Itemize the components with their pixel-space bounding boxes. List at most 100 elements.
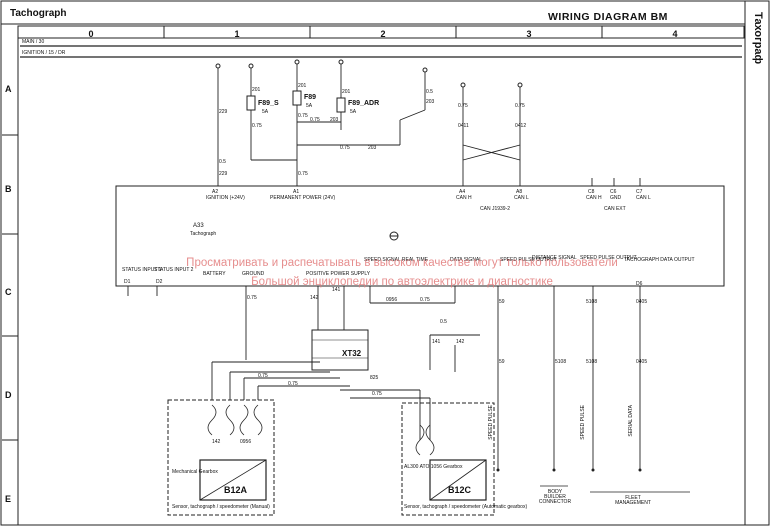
column-0-label: 0 <box>88 29 94 39</box>
b12c-caption: Sensor, tachograph / speedometer (Automa… <box>404 504 528 510</box>
sensor-b12c-body <box>429 459 487 501</box>
serial-data-label: SERIAL DATA <box>628 405 634 437</box>
sensor-b12c-frame <box>401 402 495 516</box>
pin-a2: A2 <box>212 189 219 195</box>
pin-label-tacho-data: TACHOGRAPH DATA OUTPUT <box>624 257 695 263</box>
wire-label: 0.75 <box>310 117 320 123</box>
row-b-label: B <box>5 184 12 194</box>
pin-c8: C8 <box>588 189 595 195</box>
module-a33-box <box>115 185 725 287</box>
speed-pulse-1-label: SPEED PULSE <box>488 405 494 440</box>
pin-d1: D1 <box>124 279 131 285</box>
wire-label: 0412 <box>515 123 527 129</box>
wire-label: 825 <box>370 375 379 381</box>
bus-ignition-label: IGNITION / 15 / DR <box>22 50 66 56</box>
watermark-line-2: Большой энциклопедии по автоэлектрике и … <box>251 276 553 288</box>
fuse-f89-s-rating: 5A <box>262 109 269 115</box>
fuse-f89-icon <box>292 90 302 106</box>
fuse-f89-s-label: F89_S <box>258 100 279 107</box>
pin-c7: C7 <box>636 189 643 195</box>
wire-label: 0.75 <box>288 381 298 387</box>
wire-label: 203 <box>426 99 435 105</box>
xt32-connector-box <box>311 329 369 371</box>
wire-label: 5108 <box>586 359 598 365</box>
wire-label: 0.5 <box>440 319 447 325</box>
pin-label-distance-signal: DISTANCE SIGNAL <box>532 255 577 261</box>
pin-a4-label: CAN H <box>456 195 472 201</box>
wire-label: 0.75 <box>247 295 257 301</box>
wire-label: 0956 <box>386 297 398 303</box>
row-d-label: D <box>5 390 12 400</box>
pin-c6-label: GND <box>610 195 622 201</box>
pin-label-data-signal: DATA SIGNAL <box>450 257 483 263</box>
pin-label-speed-signal: SPEED SIGNAL REAL TIME <box>364 257 429 263</box>
wire-label: 0.75 <box>372 391 382 397</box>
wire-label: 59 <box>499 359 505 365</box>
pin-label-status-1: STATUS INPUT 1 <box>122 267 162 273</box>
wire-label: 142 <box>456 339 465 345</box>
column-3-label: 3 <box>526 29 532 39</box>
pin-c7-label: CAN L <box>636 195 651 201</box>
wire-label: 0.75 <box>515 103 525 109</box>
pin-a8-label: CAN L <box>514 195 529 201</box>
watermark-line-1: Просматривать и распечатывать в высоком … <box>186 257 618 269</box>
pin-c8-label: CAN H <box>586 195 602 201</box>
pin-label-speed-pulse-2: SPEED PULSE OUTPUT <box>580 255 637 261</box>
pin-a4: A4 <box>459 189 466 195</box>
speed-pulse-2-label: SPEED PULSE <box>580 405 586 440</box>
wire-label: 0.75 <box>298 171 308 177</box>
b12a-label: B12A <box>224 485 248 495</box>
row-e-label: E <box>5 494 12 504</box>
can-ext-label: CAN EXT <box>604 206 626 212</box>
column-4-label: 4 <box>672 29 678 39</box>
fuse-f89-adr-label: F89_ADR <box>348 100 380 107</box>
pin-label-ground: GROUND <box>242 271 265 277</box>
side-label: Тахограф <box>752 12 764 65</box>
wire-label: 0411 <box>458 123 469 129</box>
column-1-label: 1 <box>234 29 240 39</box>
pin-label-status-2: STATUS INPUT 2 <box>154 267 194 273</box>
wire-label: 0.75 <box>340 145 350 151</box>
column-2-label: 2 <box>380 29 386 39</box>
pin-a8: A8 <box>516 189 523 195</box>
b12a-type: Mechanical Gearbox <box>172 469 218 475</box>
b12a-caption: Sensor, tachograph / speedometer (Manual… <box>172 504 270 510</box>
b12c-type: AL300 ATO 1056 Gearbox <box>404 464 463 470</box>
wire-label: 0.75 <box>298 113 308 119</box>
fuse-f89-adr-icon <box>336 97 346 113</box>
pin-d6: D6 <box>636 281 643 287</box>
fleet-management-label: FLEET MANAGEMENT <box>615 495 651 506</box>
sensor-b12a-body <box>199 459 267 501</box>
wire-label: 0.5 <box>219 159 226 165</box>
wire-label: 0405 <box>636 299 648 305</box>
wire-label: 141 <box>432 339 441 345</box>
pin-c6: C6 <box>610 189 617 195</box>
pin-d2: D2 <box>156 279 163 285</box>
xt32-label: XT32 <box>342 349 362 358</box>
module-ref: A33 <box>193 223 204 229</box>
wire-label: 0956 <box>240 439 252 445</box>
pin-a2-label: IGNITION (+24V) <box>206 195 245 201</box>
pin-label-speed-pulse-1: SPEED PULSE OUTPUT <box>500 257 557 263</box>
fuse-f89-label: F89 <box>304 94 317 101</box>
wire-label: 59 <box>499 299 505 305</box>
row-a-label: A <box>5 84 12 94</box>
pin-a1: A1 <box>293 189 300 195</box>
wire-label: 201 <box>342 89 351 95</box>
fuse-f89-rating: 5A <box>306 103 313 109</box>
wire-label: 201 <box>298 83 307 89</box>
wire-label: 203 <box>330 117 339 123</box>
wire-label: 0.75 <box>458 103 468 109</box>
wire-label: 0.75 <box>252 123 262 129</box>
wire-label: 141 <box>332 287 341 293</box>
wire-label: 203 <box>368 145 377 151</box>
wire-label: 5108 <box>555 359 567 365</box>
wire-label: 0.75 <box>258 373 268 379</box>
fuse-f89-s-icon <box>246 95 256 111</box>
b12c-label: B12C <box>448 485 472 495</box>
wire-label: 229 <box>219 109 228 115</box>
wire-label: 0405 <box>636 359 648 365</box>
wire-label: 201 <box>252 87 261 93</box>
